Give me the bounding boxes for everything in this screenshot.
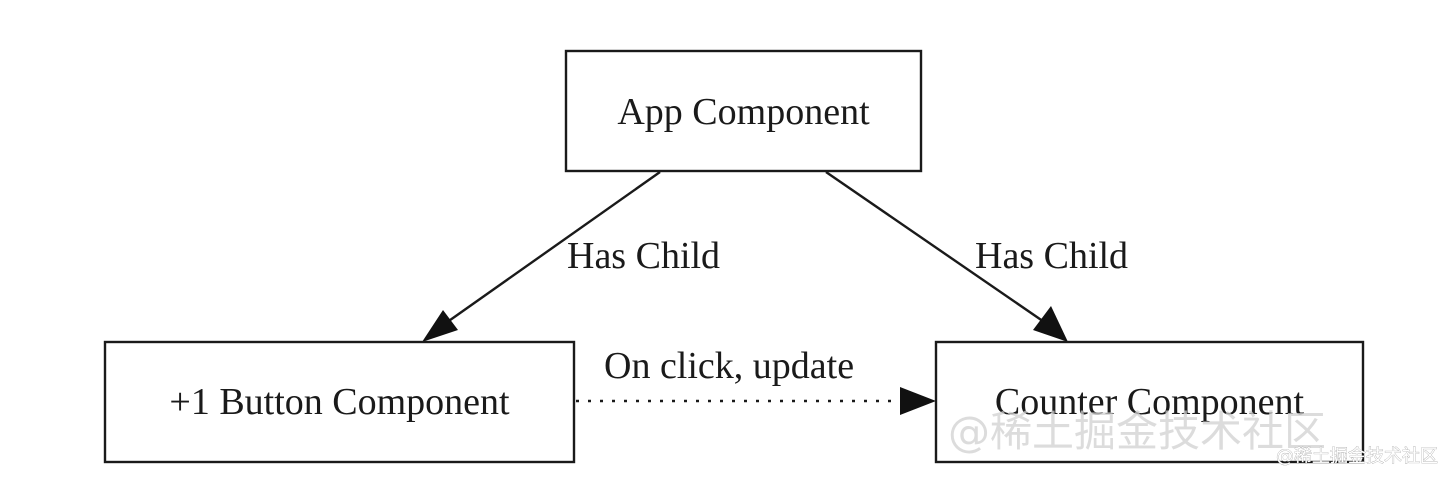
edge-label-app-to-button: Has Child: [567, 235, 720, 277]
edge-button-to-counter: [576, 387, 936, 415]
edge-app-to-counter-line: [825, 171, 1051, 327]
watermark-large: @稀土掘金技术社区: [948, 407, 1326, 456]
node-counter-label: Counter Component: [995, 381, 1305, 423]
edge-app-to-counter: [825, 171, 1068, 342]
watermark-small: @稀土掘金技术社区: [1276, 446, 1438, 467]
node-counter-box: [934, 340, 1365, 464]
node-app-component: App Component: [564, 49, 923, 173]
edge-label-app-to-counter: Has Child: [975, 235, 1128, 277]
node-app-label: App Component: [617, 91, 870, 133]
arrowhead-icon: [1033, 306, 1068, 342]
arrowhead-icon: [422, 310, 458, 342]
node-button-label: +1 Button Component: [169, 381, 510, 423]
node-counter-component: Counter Component: [934, 340, 1365, 464]
arrowhead-icon: [900, 387, 936, 415]
node-button-component: +1 Button Component: [103, 340, 576, 464]
edge-app-to-button-line: [435, 171, 661, 331]
edge-app-to-button: [422, 171, 661, 342]
edge-label-button-to-counter: On click, update: [604, 345, 854, 387]
node-button-box: [103, 340, 576, 464]
node-app-box: [564, 49, 923, 173]
